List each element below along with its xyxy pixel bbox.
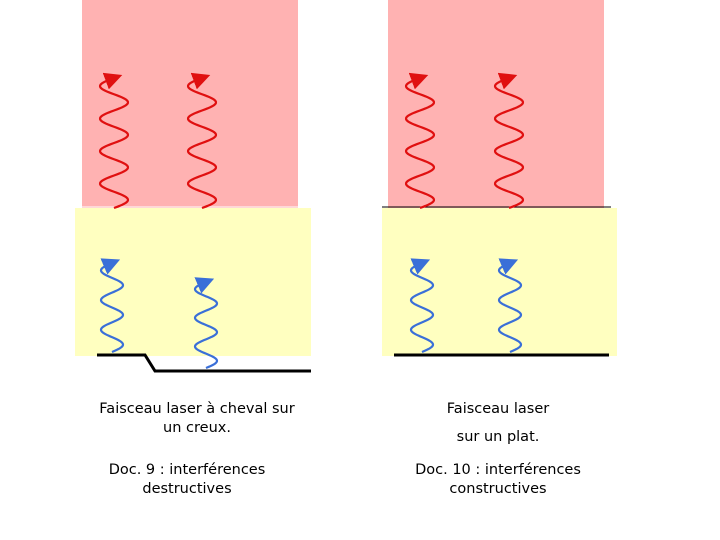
left-incoming-wave-2 [195, 282, 217, 368]
right-outgoing-wave-1 [406, 78, 434, 208]
left-surface-with-pit [97, 355, 311, 371]
left-caption: Faisceau laser à cheval sur un creux. [82, 400, 312, 438]
right-caption: Faisceau laser sur un plat. [383, 400, 613, 447]
left-doc-label: Doc. 9 : interférences destructives [82, 461, 292, 499]
right-doc-label: Doc. 10 : interférences constructives [383, 461, 613, 499]
left-caption-line1: Faisceau laser à cheval sur [82, 400, 312, 419]
left-outgoing-wave-1 [100, 78, 128, 208]
right-doc-line1: Doc. 10 : interférences [383, 461, 613, 480]
right-caption-line2: sur un plat. [383, 428, 613, 447]
right-caption-line1: Faisceau laser [383, 400, 613, 419]
left-incoming-wave-1 [101, 263, 123, 352]
right-doc-line2: constructives [383, 480, 613, 499]
right-incoming-wave-2 [499, 263, 521, 352]
left-doc-line1: Doc. 9 : interférences [82, 461, 292, 480]
left-outgoing-wave-2 [188, 78, 216, 208]
right-incoming-wave-1 [411, 263, 433, 352]
right-outgoing-wave-2 [495, 78, 523, 208]
left-caption-line2: un creux. [82, 419, 312, 438]
left-doc-line2: destructives [82, 480, 292, 499]
